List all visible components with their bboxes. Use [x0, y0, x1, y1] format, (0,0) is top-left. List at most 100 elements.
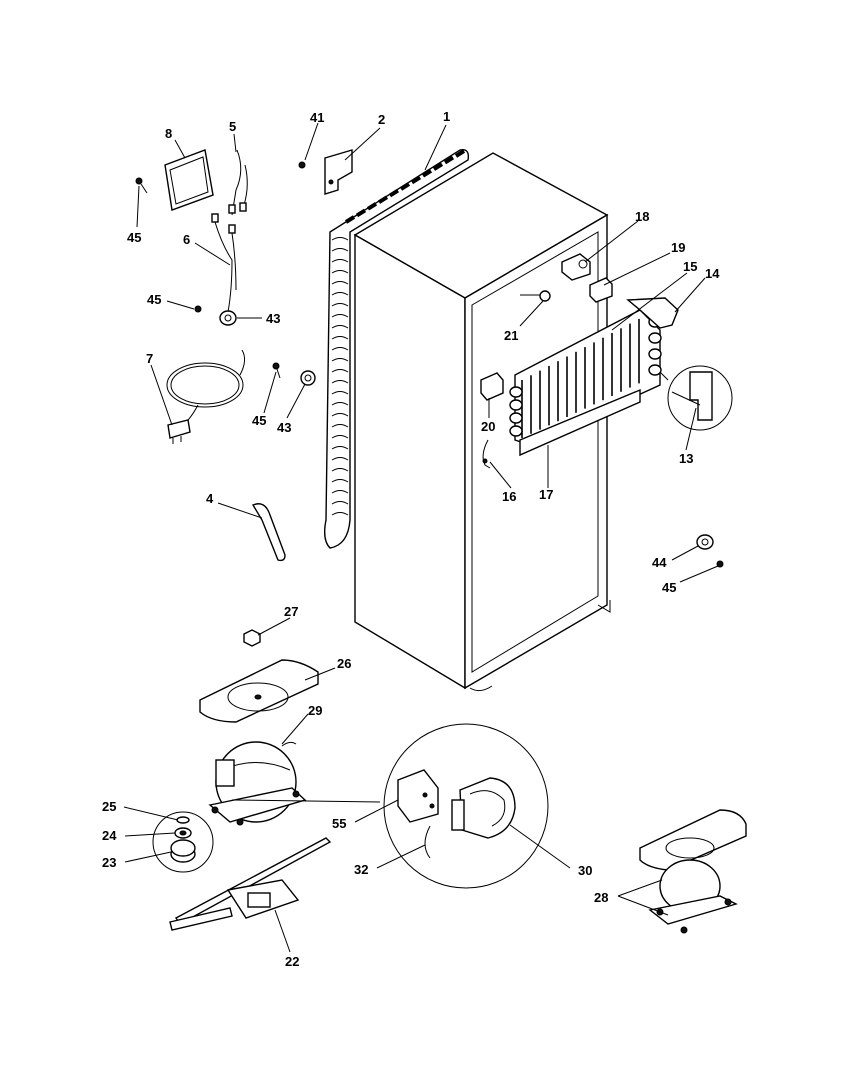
coil-loop — [331, 369, 349, 373]
label-part-28: 28 — [594, 890, 608, 905]
label-part-1: 1 — [443, 109, 450, 124]
label-part-17: 17 — [539, 487, 553, 502]
label-part-25: 25 — [102, 799, 116, 814]
label-part-13: 13 — [679, 451, 693, 466]
label-part-32: 32 — [354, 862, 368, 877]
coil-loop — [331, 435, 349, 439]
part-43-clip-b — [300, 370, 316, 386]
label-part-8: 8 — [165, 126, 172, 141]
coil-loop — [331, 424, 349, 428]
evaporator-loop — [648, 348, 662, 360]
label-part-30: 30 — [578, 863, 592, 878]
label-part-23: 23 — [102, 855, 116, 870]
coil-bar — [377, 195, 389, 204]
relay-detail-circle — [383, 723, 549, 889]
label-part-14: 14 — [705, 266, 720, 281]
coil-loop — [331, 237, 349, 241]
label-part-16: 16 — [502, 489, 516, 504]
label-part-44: 44 — [652, 555, 667, 570]
part-5-6-wiring-harness — [211, 149, 248, 313]
coil-bar — [443, 155, 455, 165]
label-part-24: 24 — [102, 828, 117, 843]
part-18-light-socket — [561, 253, 591, 281]
label-part-4: 4 — [206, 491, 214, 506]
part-13-detail-circle — [659, 365, 733, 431]
label-part-19: 19 — [671, 240, 685, 255]
coil-loop — [331, 347, 349, 351]
coil-bar — [344, 215, 356, 224]
evaporator-loop — [509, 412, 523, 424]
label-part-43-b: 43 — [277, 420, 291, 435]
coil-loop — [331, 446, 349, 450]
coil-loop — [331, 402, 349, 406]
label-part-43-a: 43 — [266, 311, 280, 326]
label-part-6: 6 — [183, 232, 190, 247]
part-45-screw-c — [272, 362, 281, 379]
evaporator-loop — [648, 332, 662, 344]
label-part-2: 2 — [378, 112, 385, 127]
part-21-screw — [520, 290, 551, 302]
label-part-7: 7 — [146, 351, 153, 366]
coil-bar — [432, 162, 444, 171]
coil-loop — [331, 325, 349, 329]
coil-loop — [331, 391, 349, 395]
part-8-cover — [164, 149, 214, 211]
coil-loop — [331, 259, 349, 263]
evaporator-loop — [509, 425, 523, 437]
part-45-screw-a — [135, 177, 148, 194]
coil-loop — [331, 413, 349, 417]
part-22-base-bracket — [169, 837, 332, 931]
grommet-detail-circle — [152, 811, 214, 873]
part-number-labels: 1 2 41 8 5 45 6 45 43 7 45 43 4 18 19 15… — [102, 109, 720, 969]
coil-loop — [331, 303, 349, 307]
part-2-bracket — [324, 149, 353, 195]
part-7-power-cord — [166, 349, 246, 444]
label-part-55: 55 — [332, 816, 346, 831]
coil-loop — [331, 336, 349, 340]
part-16-sensor — [482, 439, 491, 469]
part-41-screw — [298, 161, 306, 169]
label-part-26: 26 — [337, 656, 351, 671]
refrigerator-cabinet — [353, 152, 611, 692]
coil-loop — [331, 490, 349, 494]
label-part-45-b: 45 — [147, 292, 161, 307]
label-part-41: 41 — [310, 110, 324, 125]
evaporator-loop — [648, 364, 662, 376]
label-part-29: 29 — [308, 703, 322, 718]
coil-loop — [331, 479, 349, 483]
coil-loop — [331, 468, 349, 472]
part-20-thermostat — [480, 372, 504, 401]
coil-loop — [331, 281, 349, 285]
coil-loop — [331, 358, 349, 362]
part-26-drain-pan — [199, 659, 319, 723]
part-44-clip — [696, 534, 714, 550]
coil-bar — [410, 175, 422, 185]
label-part-20: 20 — [481, 419, 495, 434]
coil-loop — [331, 248, 349, 252]
coil-bar — [388, 188, 400, 198]
label-part-22: 22 — [285, 954, 299, 969]
part-14-bracket — [626, 297, 679, 329]
coil-loop — [331, 270, 349, 274]
label-part-5: 5 — [229, 119, 236, 134]
leader-lines — [123, 122, 719, 953]
label-part-21: 21 — [504, 328, 518, 343]
label-part-27: 27 — [284, 604, 298, 619]
evaporator-loop — [509, 386, 523, 398]
coil-bar — [355, 208, 367, 218]
coil-bar — [454, 149, 466, 158]
label-part-45-c: 45 — [252, 413, 266, 428]
coil-loop — [331, 512, 349, 516]
coil-loop — [331, 314, 349, 318]
part-45-screw-d — [716, 560, 724, 568]
coil-bar — [366, 202, 378, 211]
part-45-screw-b — [194, 305, 202, 313]
coil-loop — [331, 292, 349, 296]
condenser-coil — [323, 149, 470, 549]
part-29-compressor — [208, 741, 307, 826]
label-part-45-a: 45 — [127, 230, 141, 245]
coil-loop — [331, 380, 349, 384]
part-27-nut — [243, 629, 261, 647]
part-43-clip-a — [219, 310, 237, 326]
